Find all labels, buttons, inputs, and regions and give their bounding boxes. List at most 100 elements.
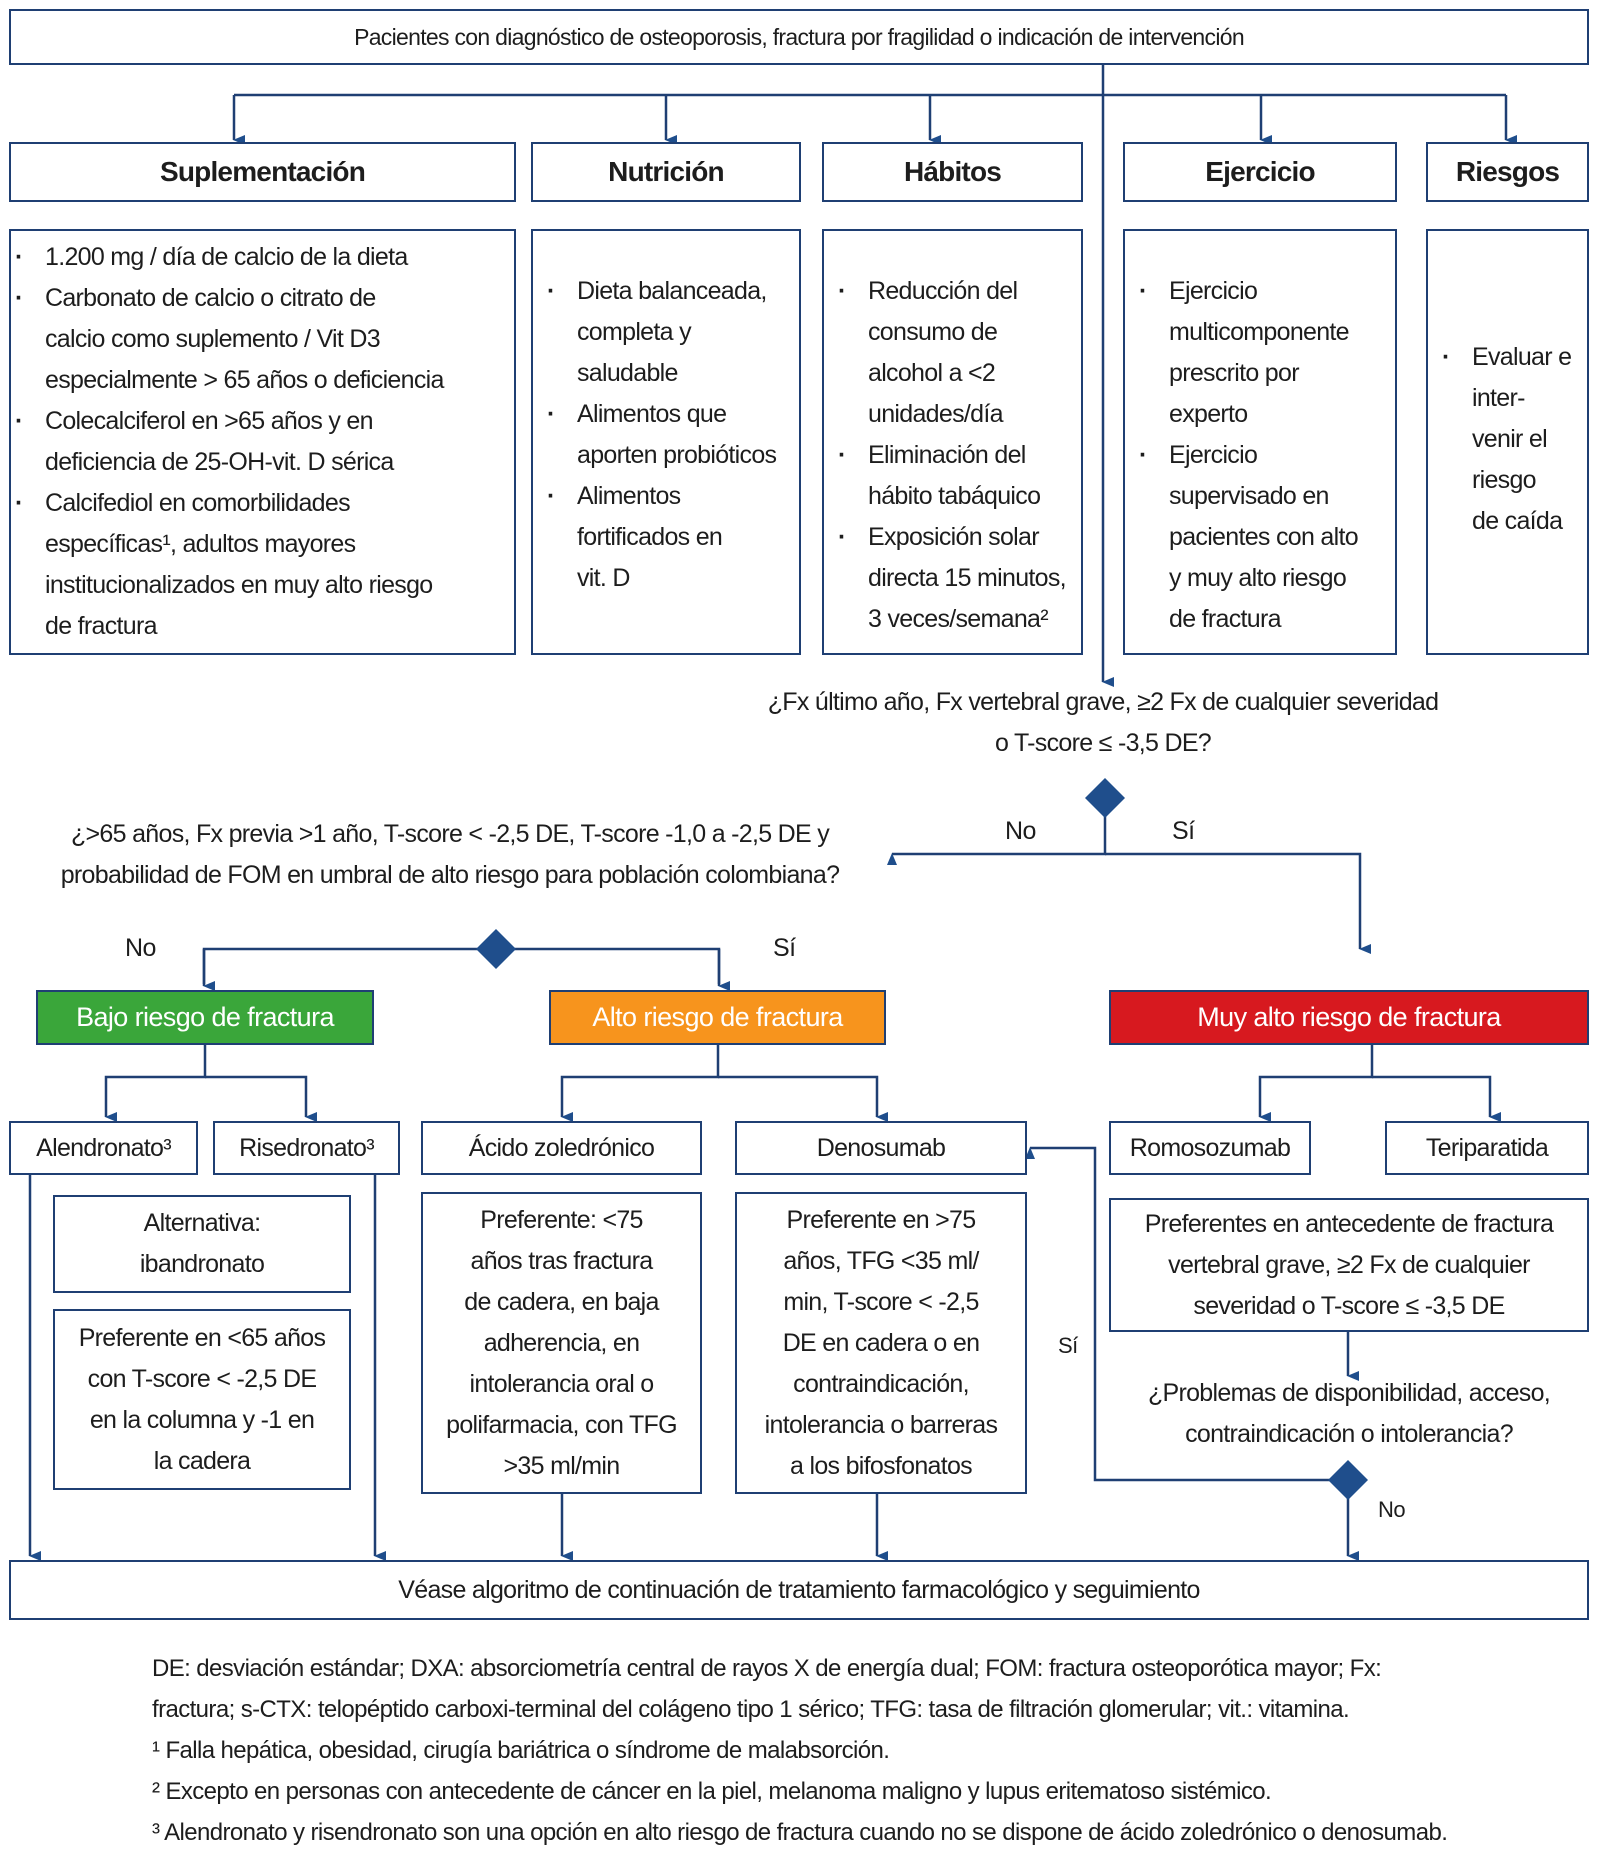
very-high-risk-label: Muy alto riesgo de fractura [1197, 1002, 1501, 1032]
list-item-line: Reducción del [868, 277, 1018, 305]
note-line: de cadera, en baja [464, 1287, 659, 1316]
decision-diamond-3 [1328, 1460, 1368, 1500]
note-line: a los bifosfonatos [790, 1451, 973, 1480]
label-no-1: No [1005, 817, 1036, 845]
note-line: Preferente en <65 años [78, 1323, 326, 1352]
list-item-line: fortificados en [577, 523, 723, 551]
list-item-line: directa 15 minutos, [868, 564, 1067, 592]
drug-label: Ácido zoledrónico [468, 1133, 655, 1162]
high-risk-label: Alto riesgo de fractura [592, 1002, 843, 1032]
question-1: ¿Fx último año, Fx vertebral grave, ≥2 F… [600, 682, 1600, 764]
category-content: Dieta balanceada,completa ysaludableAlim… [531, 229, 801, 655]
list-item-line: 1.200 mg / día de calcio de la dieta [45, 243, 408, 271]
high-risk-box: Alto riesgo de fractura [549, 990, 886, 1045]
footnote: ³ Alendronato y risendronato son una opc… [152, 1819, 1448, 1846]
low-risk-box: Bajo riesgo de fractura [36, 990, 374, 1045]
note-line: Preferente: <75 [480, 1205, 643, 1234]
list-item-line: riesgo [1472, 466, 1537, 494]
list-item-line: vit. D [577, 564, 630, 592]
footnote: ¹ Falla hepática, obesidad, cirugía bari… [152, 1737, 890, 1764]
list-item-line: específicas¹, adultos mayores [45, 530, 356, 558]
list-item-line: de caída [1472, 507, 1563, 535]
list-item-line: multicomponente [1169, 318, 1350, 346]
list-item-line: supervisado en [1169, 482, 1329, 510]
note-line: contraindicación, [793, 1369, 969, 1398]
list-item-line: y muy alto riesgo [1169, 564, 1347, 592]
footnote: ² Excepto en personas con antecedente de… [152, 1778, 1272, 1805]
note-line: adherencia, en [483, 1328, 640, 1357]
list-item-line: Alimentos [577, 482, 681, 510]
list-item-line: alcohol a <2 [868, 359, 996, 387]
label-si-2: Sí [773, 934, 796, 962]
note-line: intolerancia o barreras [764, 1410, 998, 1439]
note-line: en la columna y -1 en [89, 1405, 315, 1434]
list-item-line: calcio como suplemento / Vit D3 [45, 325, 381, 353]
drug-alendronato: Alendronato³ [9, 1121, 198, 1175]
category-header: Hábitos [822, 142, 1083, 202]
list-item-line: Exposición solar [868, 523, 1040, 551]
drug-teriparatida: Teriparatida [1385, 1121, 1589, 1175]
decision-diamond-2 [476, 929, 516, 969]
drug-denosumab: Denosumab [735, 1121, 1027, 1175]
note-line: años, TFG <35 ml/ [783, 1246, 979, 1275]
drug-risedronato: Risedronato³ [213, 1121, 400, 1175]
label-si-3: Sí [1058, 1333, 1078, 1358]
list-item-line: experto [1169, 400, 1248, 428]
note-line: la cadera [153, 1446, 251, 1475]
list-item-line: saludable [577, 359, 678, 387]
note-line: DE en cadera o en [782, 1328, 980, 1357]
q1-line: o T-score ≤ -3,5 DE? [994, 729, 1212, 757]
bottom-box: Véase algoritmo de continuación de trata… [9, 1560, 1589, 1620]
list-item-line: Dieta balanceada, [577, 277, 767, 305]
note-line: severidad o T-score ≤ -3,5 DE [1193, 1291, 1505, 1320]
list-item-line: venir el [1472, 425, 1548, 453]
note-line: polifarmacia, con TFG [446, 1410, 677, 1439]
note-alternativa: Alternativa:ibandronato [53, 1195, 351, 1293]
note-line: con T-score < -2,5 DE [87, 1364, 317, 1393]
low-risk-label: Bajo riesgo de fractura [76, 1002, 334, 1032]
list-item-line: prescrito por [1169, 359, 1300, 387]
list-item-line: hábito tabáquico [868, 482, 1041, 510]
list-item-line: institucionalizados en muy alto riesgo [45, 571, 433, 599]
note-bisphosphonates: Preferente en <65 años con T-score < -2,5… [53, 1309, 351, 1490]
q3-line: contraindicación o intolerancia? [1185, 1420, 1514, 1448]
drug-label: Risedronato³ [239, 1133, 374, 1162]
category-content: 1.200 mg / día de calcio de la dietaCarb… [9, 229, 516, 655]
list-item: Calcifediol en comorbilidadesespecíficas… [1, 483, 514, 647]
list-item-line: Eliminación del [868, 441, 1026, 469]
list-item: 1.200 mg / día de calcio de la dieta [1, 237, 514, 278]
bullet-list: 1.200 mg / día de calcio de la dietaCarb… [1, 237, 514, 647]
list-item: Eliminación del hábito tabáquico [824, 435, 1081, 517]
question-2: ¿>65 años, Fx previa >1 año, T-score < -… [0, 814, 900, 896]
category-header: Ejercicio [1123, 142, 1397, 202]
question-3: ¿Problemas de disponibilidad, acceso, con… [1109, 1373, 1589, 1455]
list-item-line: Colecalciferol en >65 años y en [45, 407, 374, 435]
drug-label: Alendronato³ [36, 1133, 171, 1162]
list-item: Alimentos fortificados en vit. D [533, 476, 799, 599]
start-text: Pacientes con diagnóstico de osteoporosi… [354, 23, 1245, 50]
q3-line: ¿Problemas de disponibilidad, acceso, [1147, 1379, 1551, 1407]
drug-label: Teriparatida [1425, 1133, 1549, 1162]
q2-line: ¿>65 años, Fx previa >1 año, T-score < -… [70, 820, 830, 848]
note-line: vertebral grave, ≥2 Fx de cualquier [1168, 1250, 1530, 1279]
footnote: fractura; s-CTX: telopéptido carboxi-ter… [152, 1696, 1350, 1723]
note-line: >35 ml/min [503, 1451, 621, 1480]
q2-line: probabilidad de FOM en umbral de alto ri… [60, 861, 840, 889]
footnote: DE: desviación estándar; DXA: absorciome… [152, 1655, 1382, 1682]
list-item-line: de fractura [45, 612, 158, 640]
list-item-line: Alimentos que [577, 400, 727, 428]
bullet-list: Dieta balanceada,completa ysaludableAlim… [533, 271, 799, 599]
very-high-risk-box: Muy alto riesgo de fractura [1109, 990, 1589, 1045]
label-si-1: Sí [1172, 817, 1195, 845]
drug-label: Denosumab [816, 1133, 946, 1162]
drug-romosozumab: Romosozumab [1109, 1121, 1311, 1175]
